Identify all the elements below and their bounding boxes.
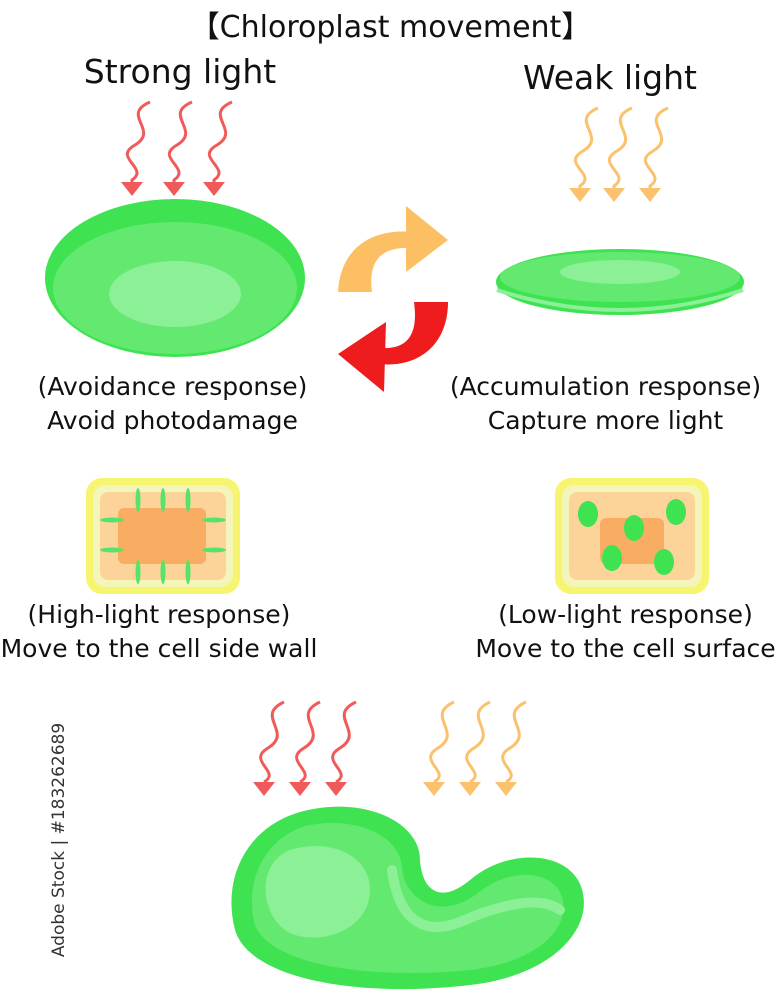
chloroplast-accumulation — [496, 249, 744, 315]
avoidance-caption: (Avoidance response) Avoid photodamage — [0, 370, 345, 438]
low-light-result-label: Move to the cell surface — [470, 632, 781, 666]
strong-ray-1 — [127, 102, 150, 182]
low-light-response-label: (Low-light response) — [470, 598, 781, 632]
strong-light-rays — [127, 102, 232, 182]
avoidance-response-label: (Avoidance response) — [0, 370, 345, 404]
accumulation-purpose-label: Capture more light — [430, 404, 781, 438]
accumulation-response-label: (Accumulation response) — [430, 370, 781, 404]
weak-ray-heads — [569, 188, 661, 202]
weak-light-label: Weak light — [465, 58, 755, 97]
cycle-arrows — [338, 206, 448, 392]
high-light-result-label: Move to the cell side wall — [0, 632, 318, 666]
bottom-strong-heads — [253, 782, 347, 796]
accumulation-caption: (Accumulation response) Capture more lig… — [430, 370, 781, 438]
high-light-caption: (High-light response) Move to the cell s… — [0, 598, 318, 666]
weak-light-rays — [575, 108, 668, 188]
chloroplast-curved — [231, 807, 583, 989]
bottom-weak-rays — [431, 702, 526, 782]
weak-ray-1 — [575, 108, 598, 188]
strong-ray-3 — [209, 102, 232, 182]
cell-low-light — [555, 478, 709, 594]
weak-ray-2 — [609, 108, 632, 188]
bottom-weak-heads — [423, 782, 517, 796]
avoidance-purpose-label: Avoid photodamage — [0, 404, 345, 438]
weak-ray-3 — [645, 108, 668, 188]
strong-light-label: Strong light — [40, 52, 320, 91]
strong-ray-heads — [121, 182, 225, 196]
strong-ray-2 — [169, 102, 192, 182]
high-light-response-label: (High-light response) — [0, 598, 318, 632]
stock-watermark: Adobe Stock | #183262689 — [49, 723, 69, 957]
diagram-title: 【Chloroplast movement】 — [0, 2, 781, 46]
chloroplast-avoidance — [45, 199, 305, 357]
cell-high-light — [86, 478, 240, 594]
low-light-caption: (Low-light response) Move to the cell su… — [470, 598, 781, 666]
bottom-strong-rays — [261, 702, 356, 782]
cycle-arrow-yellow — [338, 206, 448, 292]
